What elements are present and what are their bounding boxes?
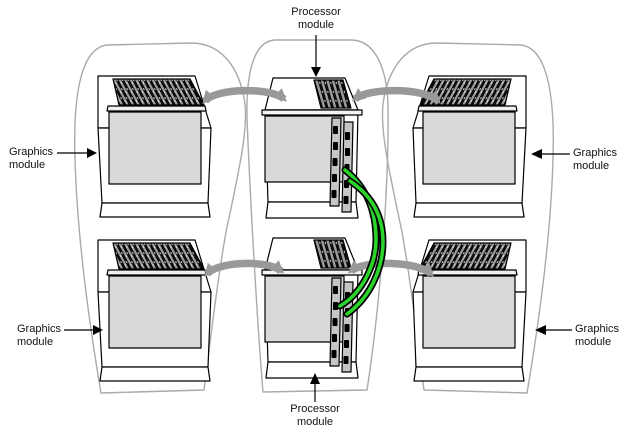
label-line: Processor xyxy=(291,6,341,18)
label-line: module xyxy=(297,19,335,31)
label-line: Graphics xyxy=(573,147,618,159)
label-line: Graphics xyxy=(575,323,620,335)
graphics-module-right-top-label: Graphics module xyxy=(573,147,617,173)
label-line: Processor xyxy=(290,403,340,415)
graphics-module-left-top-label: Graphics module xyxy=(9,146,53,172)
label-line: module xyxy=(17,336,54,348)
label-line: Graphics xyxy=(9,146,54,158)
label-line: module xyxy=(573,160,610,172)
rack-link-arrow-mid-left xyxy=(204,259,284,278)
graphics-right-bottom-arrow xyxy=(535,325,572,335)
graphics-right-top-arrow xyxy=(531,149,570,159)
graphics-left-top-arrow xyxy=(57,148,97,158)
processor-cable-2 xyxy=(343,177,387,318)
rack-link-arrow-mid-right xyxy=(347,259,434,278)
graphics-module-left-top xyxy=(97,75,212,218)
graphics-module-right-bottom xyxy=(412,239,527,382)
graphics-module-left-bottom xyxy=(97,239,212,382)
label-line: module xyxy=(296,416,334,428)
right-rack xyxy=(381,42,554,394)
label-line: module xyxy=(575,336,612,348)
processor-module-top-label: Processor module xyxy=(266,6,366,32)
rack-link-arrow-top-left xyxy=(202,86,287,105)
label-line: Graphics xyxy=(17,323,62,335)
processor-top-arrow xyxy=(311,35,321,77)
graphics-module-left-bottom-label: Graphics module xyxy=(17,323,61,349)
processor-module-bottom xyxy=(261,237,363,379)
graphics-left-bottom-arrow xyxy=(64,325,103,335)
graphics-module-right-bottom-label: Graphics module xyxy=(575,323,619,349)
label-line: module xyxy=(9,159,46,171)
rack-link-arrow-top-right xyxy=(351,86,441,105)
processor-bottom-arrow xyxy=(310,373,320,402)
processor-module-bottom-label: Processor module xyxy=(265,403,365,429)
